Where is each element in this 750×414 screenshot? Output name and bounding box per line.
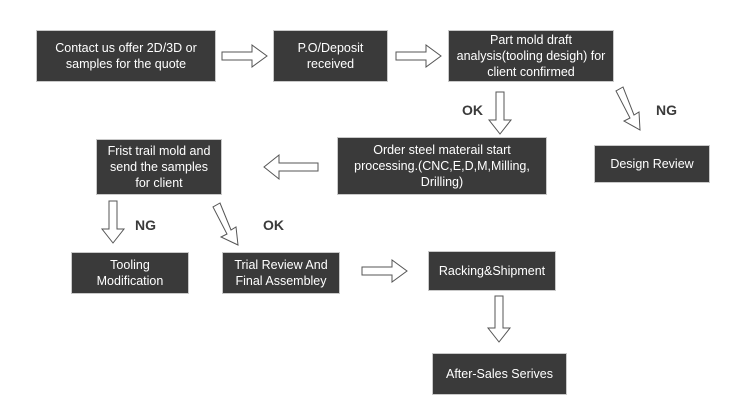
step-order-steel: Order steel materail start processing.(C…	[337, 137, 547, 195]
step-tooling-modification: Tooling Modification	[71, 252, 189, 294]
arrow-right-po-to-analysis	[395, 44, 442, 68]
label-ng-analysis: NG	[656, 102, 677, 118]
label-ok-first-trial: OK	[263, 217, 284, 233]
arrow-diagonal-analysis-to-design-review	[615, 86, 641, 131]
step-first-trial-mold: Frist trail mold and send the samples fo…	[96, 139, 222, 195]
label-ok-analysis: OK	[462, 102, 483, 118]
step-po-deposit: P.O/Deposit received	[273, 30, 388, 82]
arrow-down-first-trial-to-tooling	[100, 200, 126, 244]
arrow-right-trial-review-to-racking	[361, 259, 408, 283]
step-contact-quote: Contact us offer 2D/3D or samples for th…	[36, 30, 216, 82]
arrow-right-contact-to-po	[221, 44, 268, 68]
arrow-diagonal-first-trial-to-trial-review	[212, 202, 239, 246]
step-mold-draft-analysis: Part mold draft analysis(tooling desigh)…	[448, 30, 614, 82]
arrow-left-order-to-first-trial	[263, 153, 319, 181]
step-design-review: Design Review	[594, 145, 710, 183]
step-trial-review-assembly: Trial Review And Final Assembley	[222, 252, 340, 294]
step-after-sales-service: After-Sales Serives	[432, 353, 567, 395]
arrow-down-analysis-to-order	[487, 91, 513, 135]
step-racking-shipment: Racking&Shipment	[428, 251, 556, 291]
label-ng-first-trial: NG	[135, 217, 156, 233]
arrow-down-racking-to-after-sales	[486, 295, 512, 343]
